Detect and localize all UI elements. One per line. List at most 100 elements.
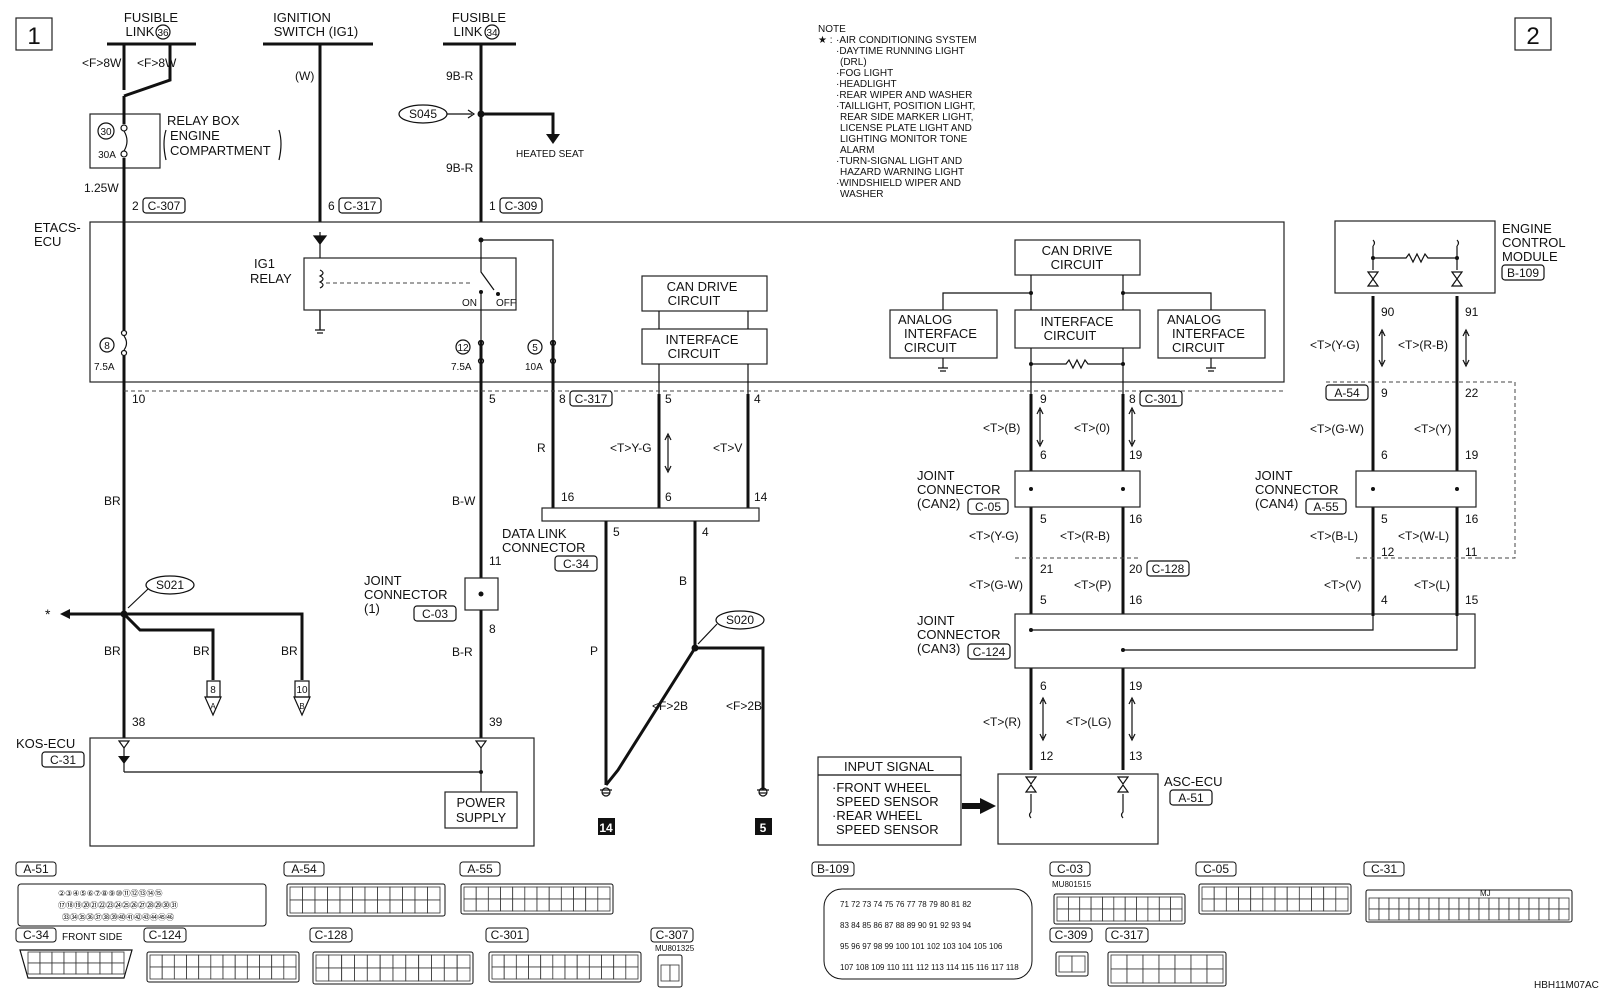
- c128-cavity: [405, 967, 419, 982]
- c124-cavity: [222, 966, 236, 980]
- input-line-3: ·REAR WHEEL: [832, 808, 922, 823]
- diagram-code: HBH11M07AC: [1534, 980, 1599, 991]
- relay-box-label-1: RELAY BOX: [167, 113, 240, 128]
- c34-cavity: [111, 951, 125, 964]
- c34-cavity: [99, 962, 113, 975]
- wire-label-ty4: <T>(Y): [1414, 422, 1451, 436]
- c05-cavity: [1262, 898, 1276, 912]
- note-line: HAZARD WARNING LIGHT: [840, 167, 964, 178]
- conn-c124-label: C-124: [149, 928, 182, 942]
- c317-cavity: [1126, 968, 1144, 984]
- ecm-label-3: MODULE: [1502, 249, 1558, 264]
- c31-cavity: [1478, 897, 1490, 910]
- wire-label-9br-1: 9B-R: [446, 69, 474, 83]
- c34-cavity: [51, 951, 65, 964]
- etacs-iface-label-2: CIRCUIT: [668, 346, 721, 361]
- c03-cavity: [1158, 896, 1172, 910]
- c128-cavity: [379, 954, 394, 969]
- c34-cavity: [27, 962, 41, 975]
- note-line: ·TURN-SIGNAL LIGHT AND: [836, 156, 962, 167]
- note-line: ·HEADLIGHT: [836, 79, 897, 90]
- wire-label-125w: 1.25W: [84, 181, 119, 195]
- a54-cavity: [364, 899, 378, 914]
- wire-label-br-5: B-R: [452, 645, 473, 659]
- wire-label-w: (W): [295, 69, 314, 83]
- c31-cavity: [1458, 908, 1470, 921]
- c05-cavity: [1286, 898, 1300, 912]
- c31-cavity: [1378, 908, 1390, 921]
- ref-b109: B-109: [1507, 266, 1539, 280]
- wire-label-9br-2: 9B-R: [446, 161, 474, 175]
- c03-cavity: [1056, 896, 1069, 910]
- wire-label-f2b-1: <F>2B: [652, 699, 688, 713]
- c31-cavity: [1408, 908, 1420, 921]
- c34-cavity: [87, 962, 101, 975]
- a55-cavity: [585, 898, 599, 912]
- c301-cavity: [503, 966, 517, 980]
- relay-box: 30 30A RELAY BOX ENGINE COMPARTMENT: [89, 96, 282, 169]
- analog-right-label-1: ANALOG: [1167, 312, 1221, 327]
- c31-cavity: [1558, 908, 1570, 921]
- kos-pin-39: 39: [489, 715, 503, 729]
- c128-cavity: [405, 954, 419, 969]
- jc1-pin-8: 8: [489, 622, 496, 636]
- c307-cavity: [669, 964, 680, 982]
- can4-pin-4: 4: [1381, 593, 1388, 607]
- power-supply-label-2: SUPPLY: [456, 810, 507, 825]
- note-title: NOTE: [818, 24, 846, 35]
- asc-pin-8: 8: [1129, 392, 1136, 406]
- fusible-link-34: FUSIBLE LINK 34: [443, 10, 516, 46]
- asc-ecu-label: ASC-ECU: [1164, 774, 1223, 789]
- wire-label-tgw4: <T>(G-W): [1310, 422, 1364, 436]
- a51-pins-row1: ②③④⑤⑥⑦⑧⑨⑩⑪⑫⑬⑭⑮: [58, 889, 163, 898]
- c301-cavity: [601, 954, 615, 968]
- relay-box-label-3: COMPARTMENT: [170, 143, 271, 158]
- c317-cavity: [1110, 954, 1128, 970]
- can2-pin-16: 16: [1129, 512, 1143, 526]
- a55-cavity: [560, 898, 574, 912]
- ref-c05: C-05: [975, 500, 1001, 514]
- etacs-fuse-8-amp: 7.5A: [94, 362, 115, 373]
- c05-cavity: [1286, 886, 1300, 900]
- c124-cavity: [186, 954, 200, 968]
- c05-cavity: [1225, 898, 1239, 912]
- connector-b109: B-109 71 72 73 74 75 76 77 78 79 80 81 8…: [811, 861, 1033, 980]
- c309-cavity: [1071, 955, 1086, 973]
- can4-pin-15: 15: [1465, 593, 1479, 607]
- wire-label-to: <T>(0): [1074, 421, 1110, 435]
- etacs-out-5b: 5: [665, 392, 672, 406]
- c301-cavity: [503, 954, 517, 968]
- joint-connector-1: [464, 577, 499, 611]
- ig1-relay-label-2: RELAY: [250, 271, 292, 286]
- c301-cavity: [588, 966, 602, 980]
- can4-label-1: JOINT: [1255, 468, 1293, 483]
- note-star: ★ :: [818, 35, 833, 46]
- a51-pins-row3: ㉝㉞㉟㊱㊲㊳㊴㊵㊶㊷㊸㊹㊺㊻: [62, 913, 174, 922]
- a55-cavity: [475, 886, 489, 900]
- a54-cavity: [427, 886, 441, 901]
- c31-cavity: [1458, 897, 1470, 910]
- wire-label-f8w-1: <F>8W: [82, 56, 122, 70]
- c317-cavity: [1190, 968, 1208, 984]
- b109-pins-row4: 107 108 109 110 111 112 113 114 115 116 …: [840, 963, 1019, 972]
- power-supply-label-1: POWER: [456, 795, 505, 810]
- power-supply: [444, 791, 518, 829]
- page-box-left: [15, 17, 53, 51]
- a54-cavity: [302, 899, 316, 914]
- c03-cavity: [1079, 896, 1092, 910]
- c31-cavity: [1488, 897, 1500, 910]
- a54-cavity: [352, 899, 366, 914]
- asc-interface-circuit: [1014, 309, 1141, 349]
- c31-cavity: [1508, 908, 1520, 921]
- c03-cavity: [1158, 908, 1172, 922]
- c03-cavity: [1136, 908, 1149, 922]
- fusible36-label-2: LINK: [126, 24, 155, 39]
- conn-a55-label: A-55: [467, 862, 493, 876]
- c128-cavity: [431, 967, 445, 982]
- c307-cavity: [660, 964, 671, 982]
- c128-cavity: [456, 954, 471, 969]
- conn-c128-label: C-128: [315, 928, 348, 942]
- c34-cavity: [51, 962, 65, 975]
- a55-cavity: [500, 898, 514, 912]
- c03-cavity: [1068, 908, 1081, 922]
